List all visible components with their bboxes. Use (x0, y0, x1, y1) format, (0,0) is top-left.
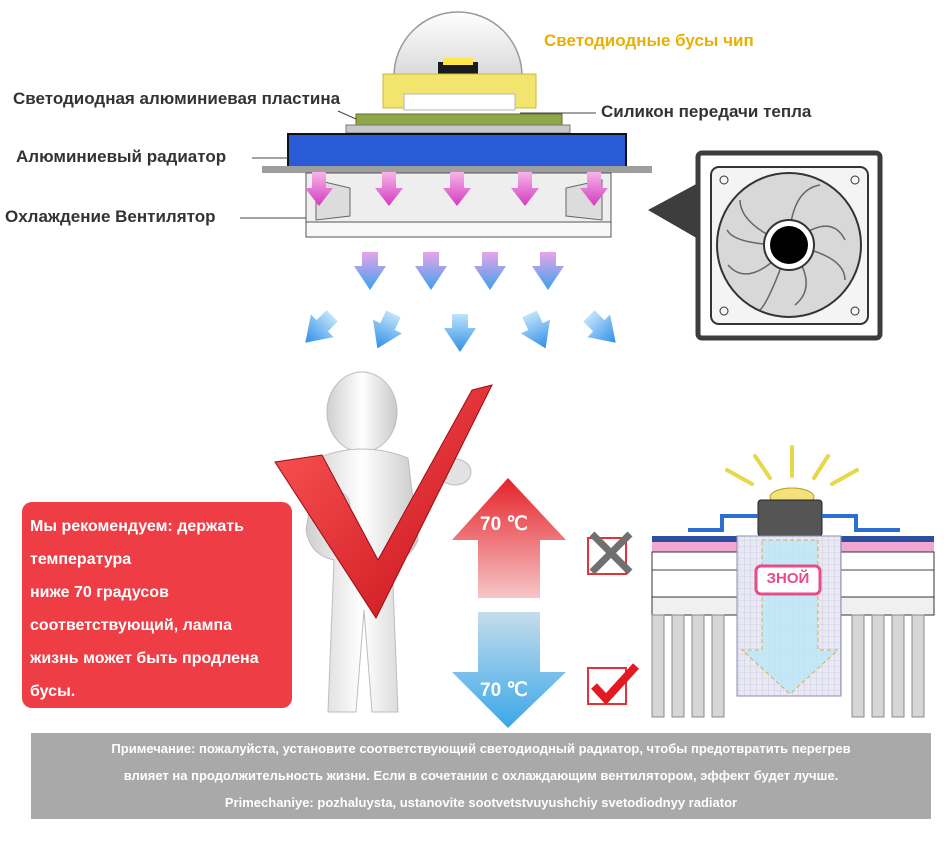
led-assembly (240, 11, 652, 238)
led-chip-base (403, 93, 516, 111)
red-checkmark (274, 384, 493, 620)
aluminum-radiator (287, 133, 627, 168)
radiator-flange (262, 166, 652, 173)
figure-with-checkmark (274, 371, 493, 713)
led-package (757, 499, 823, 537)
heat-arrows-magenta (305, 172, 608, 206)
temp-hot-label: 70 ℃ (480, 514, 528, 535)
led-cross-section (651, 445, 935, 718)
status-marks (587, 531, 639, 705)
led-leads (688, 514, 900, 532)
fan-screw-hole (850, 175, 860, 185)
recommendation-box: Мы рекомендуем: держать температура ниже… (22, 502, 292, 708)
temp-cool-label: 70 ℃ (480, 680, 528, 701)
airflow-arrows (305, 252, 616, 352)
fan-screw-hole (719, 175, 729, 185)
label-cooling-fan: Охлаждение Вентилятор (5, 207, 216, 226)
fan-frame-bottom (305, 221, 612, 238)
temperature-arrows (452, 478, 566, 728)
fan-hub (770, 226, 808, 264)
note-line: влияет на продолжительность жизни. Если … (123, 768, 839, 783)
label-led-chip: Светодиодные бусы чип (544, 31, 754, 50)
label-aluminum-radiator: Алюминиевый радиатор (16, 147, 227, 166)
fan-screw-hole (850, 306, 860, 316)
note-line: Примечание: пожалуйста, установите соотв… (111, 741, 851, 756)
label-aluminum-plate: Светодиодная алюминиевая пластина (13, 89, 341, 108)
light-rays (725, 445, 859, 486)
led-die-top (443, 58, 473, 65)
check-icon (591, 663, 639, 705)
heat-badge-frame (754, 564, 822, 596)
thermal-silicone (345, 124, 571, 134)
recommendation-line: соответствующий, лампа (30, 617, 233, 634)
cool-arrow-down (452, 612, 566, 728)
leader-plate (337, 110, 357, 120)
recommendation-line: бусы. (30, 683, 76, 700)
callout-pointer (648, 182, 700, 240)
recommendation-line: температура (30, 551, 132, 568)
note-box: Примечание: пожалуйста, установите соотв… (31, 733, 931, 819)
heatsink-fins (651, 614, 925, 718)
fan-screw-hole (719, 306, 729, 316)
recommendation-line: Мы рекомендуем: держать (30, 518, 244, 535)
aluminum-plate (355, 113, 563, 126)
led-dome-lens (393, 11, 523, 77)
recommendation-line: жизнь может быть продлена (30, 650, 259, 667)
recommendation-line: ниже 70 градусов (30, 584, 169, 601)
label-thermal-silicone: Силикон передачи тепла (601, 102, 812, 121)
cross-icon (589, 531, 633, 575)
fan-callout (648, 150, 883, 341)
heat-badge: ЗНОЙ (766, 570, 810, 587)
figure-head (326, 371, 398, 453)
note-line: Primechaniye: pozhaluysta, ustanovite so… (224, 795, 738, 810)
hot-arrow-up (452, 478, 566, 598)
